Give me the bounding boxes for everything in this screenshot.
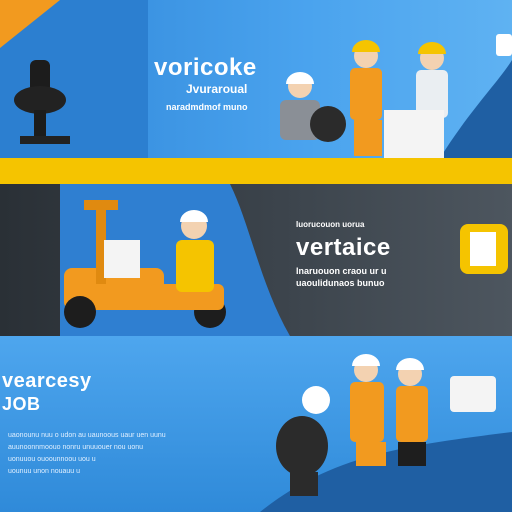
fine-line-1: uaonounu nuu o udon au uaunoous uaur uen… <box>8 432 166 439</box>
fine-line-4: uounuu unon nouauu u <box>8 468 81 475</box>
banner-middle: Iuorucouon uorua vertaice Inaruouon crao… <box>0 184 512 336</box>
worker-figure-7 <box>396 358 428 466</box>
banner-top-subline-2: naradmdmof muno <box>166 102 248 112</box>
paper-sheet <box>384 110 444 158</box>
worker-figure-4 <box>176 210 214 292</box>
yellow-divider <box>0 158 512 184</box>
worker-figure-2 <box>350 40 382 156</box>
banner-bottom-headline-2: JOB <box>2 394 41 414</box>
worker-figure-6 <box>350 354 386 466</box>
banner-top: voricoke Jvuraroual naradmdmof muno <box>0 0 512 158</box>
banner-bottom: vearcesy JOB uaonounu nuu o udon au uaun… <box>0 336 512 512</box>
banner-middle-art <box>60 184 508 336</box>
worker-figure-5 <box>276 386 330 496</box>
banner-top-headline: voricoke <box>154 54 257 81</box>
corner-ribbon <box>0 0 60 48</box>
banner-middle-subline-2: uaoulidunaos bunuo <box>296 278 385 288</box>
fine-line-3: uonuuou ouoounnoou uou u <box>8 456 96 463</box>
fine-line-2: auunoonnmoouo nonru unuuouer nou uonu <box>8 444 144 451</box>
banner-bottom-art <box>260 354 512 512</box>
worker-figure-3 <box>416 42 448 118</box>
banner-top-art <box>0 0 512 158</box>
curve-shape <box>440 60 512 158</box>
camera-icon <box>14 60 70 144</box>
curve-shape-bottom <box>260 432 512 512</box>
tab-shape <box>496 34 512 56</box>
banner-middle-headline: vertaice <box>296 234 391 261</box>
paper-sheet-2 <box>450 376 496 412</box>
forklift-icon <box>64 200 226 328</box>
worker-figure-1 <box>280 72 346 142</box>
banner-middle-tagline: Iuorucouon uorua <box>296 220 365 229</box>
banner-bottom-headline-1: vearcesy <box>2 370 92 392</box>
document-icon <box>460 224 508 274</box>
banner-top-subline-1: Jvuraroual <box>186 82 248 96</box>
banner-middle-subline-1: Inaruouon craou ur u <box>296 266 387 276</box>
